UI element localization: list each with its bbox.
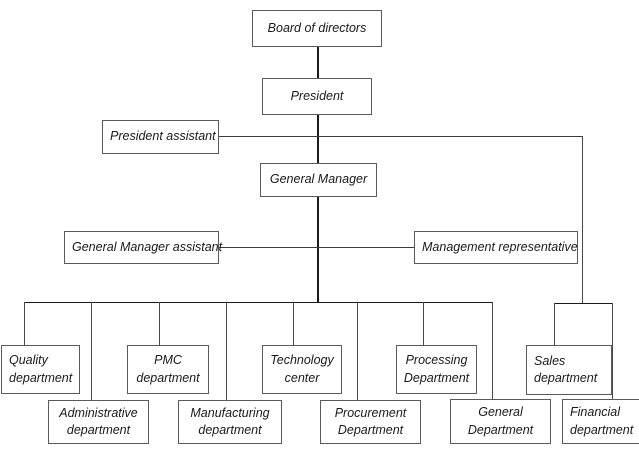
node-financial-department[interactable]: Financial department bbox=[562, 399, 639, 444]
connector-drop-processing bbox=[423, 302, 424, 345]
node-quality-department[interactable]: Quality department bbox=[1, 345, 80, 394]
node-label-line: Manufacturing bbox=[190, 405, 270, 420]
node-label-line: department bbox=[136, 370, 200, 385]
node-president[interactable]: President bbox=[262, 78, 372, 115]
node-label-line: center bbox=[284, 370, 320, 385]
connector-drop-general-department bbox=[492, 302, 493, 400]
connector-president-assistant-rail-vertical bbox=[582, 136, 583, 303]
node-label-line: department bbox=[9, 370, 73, 385]
node-president-assistant[interactable]: President assistant bbox=[102, 120, 219, 154]
node-administrative-department[interactable]: Administrative department bbox=[48, 400, 149, 444]
connector-drop-pmc bbox=[159, 302, 160, 345]
node-general-department[interactable]: General Department bbox=[450, 399, 551, 444]
connector-president-to-general-manager bbox=[317, 114, 319, 164]
node-technology-center[interactable]: Technology center bbox=[262, 345, 342, 394]
connector-drop-administrative bbox=[91, 302, 92, 400]
node-label-line: Processing bbox=[405, 353, 468, 368]
connector-drop-quality bbox=[24, 302, 25, 345]
node-procurement-department[interactable]: Procurement Department bbox=[320, 400, 421, 444]
node-label-line: President assistant bbox=[110, 129, 216, 144]
connector-drop-sales bbox=[554, 303, 555, 345]
node-pmc-department[interactable]: PMC department bbox=[127, 345, 209, 394]
node-label-line: Management representative bbox=[422, 239, 578, 254]
node-label-line: Department bbox=[467, 422, 534, 437]
connector-drop-manufacturing bbox=[226, 302, 227, 400]
node-label-line: department bbox=[534, 371, 598, 385]
node-label-line: President bbox=[290, 88, 344, 103]
node-manufacturing-department[interactable]: Manufacturing department bbox=[178, 400, 282, 444]
node-label-line: Department bbox=[403, 370, 470, 385]
node-label-line: Board of directors bbox=[267, 20, 367, 35]
node-label-line: Administrative bbox=[59, 405, 138, 420]
node-management-representative[interactable]: Management representative bbox=[414, 231, 578, 264]
node-label-line: department bbox=[198, 423, 262, 437]
node-label-line: General Manager bbox=[269, 172, 368, 187]
connector-drop-technology bbox=[293, 302, 294, 345]
node-label-line: General Manager assistant bbox=[72, 239, 223, 254]
node-label-line: General bbox=[478, 405, 523, 420]
connector-drop-procurement bbox=[357, 302, 358, 400]
node-label-line: department bbox=[66, 423, 131, 437]
node-label-line: department bbox=[570, 422, 634, 437]
connector-assistant-management-rail bbox=[218, 247, 414, 248]
connector-department-bus-bar bbox=[24, 302, 493, 303]
node-label-line: Procurement bbox=[334, 405, 407, 420]
connector-general-manager-trunk bbox=[317, 196, 319, 303]
node-label-line: Quality bbox=[9, 353, 48, 368]
node-processing-department[interactable]: Processing Department bbox=[396, 345, 477, 394]
connector-sales-branch-bar bbox=[554, 303, 613, 304]
node-label-line: Financial bbox=[570, 405, 621, 420]
node-sales-department[interactable]: Sales department bbox=[526, 345, 612, 395]
node-general-manager-assistant[interactable]: General Manager assistant bbox=[64, 231, 223, 264]
connector-board-to-president bbox=[317, 46, 319, 78]
node-label-line: Sales bbox=[534, 353, 566, 368]
node-board-of-directors[interactable]: Board of directors bbox=[252, 10, 382, 47]
connector-drop-financial bbox=[612, 303, 613, 399]
connector-president-assistant-rail-horizontal bbox=[218, 136, 583, 137]
node-label-line: PMC bbox=[154, 353, 182, 368]
node-label-line: Department bbox=[337, 423, 404, 437]
node-general-manager[interactable]: General Manager bbox=[260, 163, 377, 197]
node-label-line: Technology bbox=[270, 353, 334, 368]
